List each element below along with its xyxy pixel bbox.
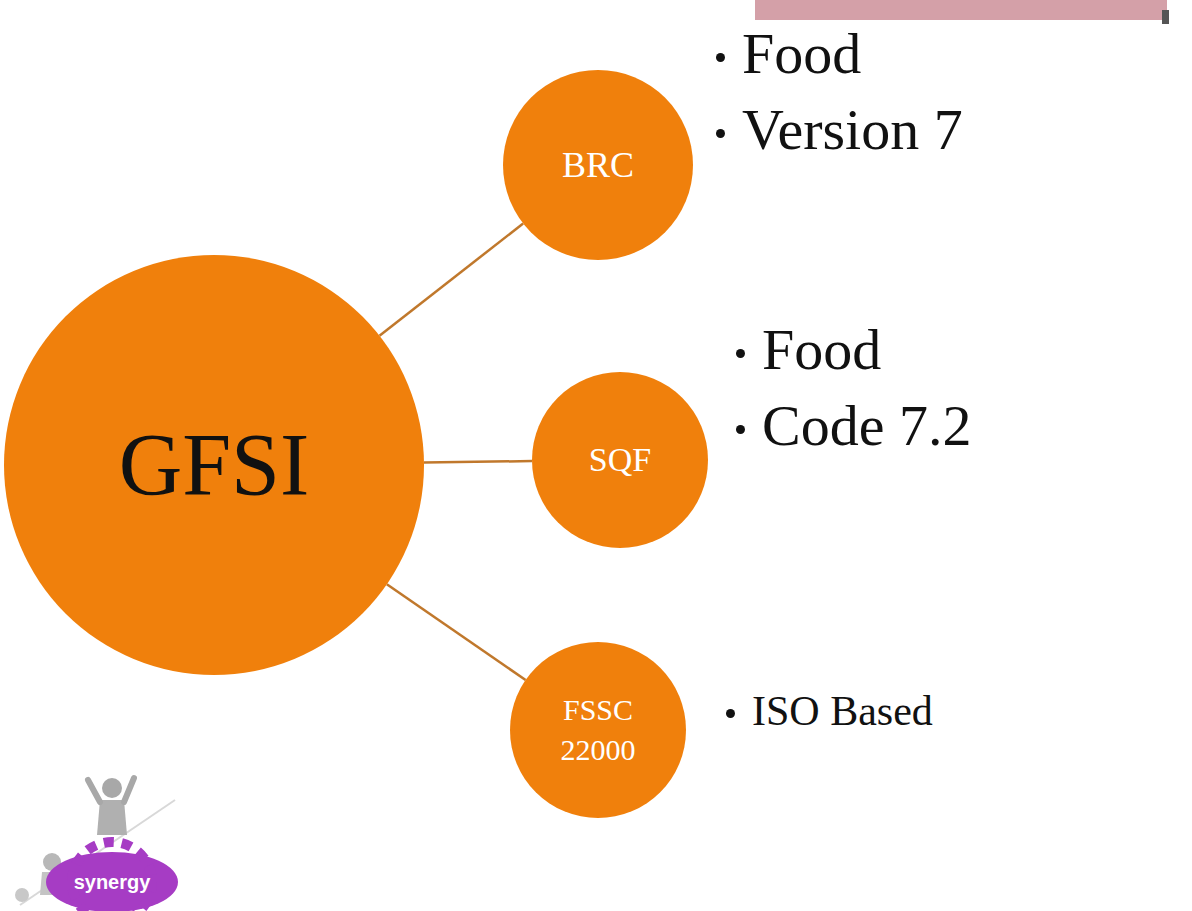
bullet-dot [726,709,735,718]
header-bar-tip [1162,10,1169,24]
synergy-logo [15,778,178,911]
node-text: GFSI [119,406,310,525]
bullet-dot [736,349,745,358]
standard-circle: BRC [503,70,693,260]
logo-text: synergy [74,871,151,893]
connector-line [424,461,532,462]
bullet-text: ISO Based [752,688,933,734]
bullet-text: Food [742,22,861,86]
bullet-text: Version 7 [742,98,963,162]
bullet-dot [716,129,725,138]
connector-line [387,584,526,680]
bullet-text: Code 7.2 [762,394,971,458]
standard-circle: SQF [532,372,708,548]
hub-circle: GFSI [4,255,424,675]
bullet-text: Food [762,318,881,382]
header-bar [755,0,1167,20]
node-text: SQF [589,437,651,483]
bullet-dot [716,53,725,62]
standard-circle: FSSC 22000 [510,642,686,818]
node-text: BRC [562,141,634,190]
bullet-dot [736,425,745,434]
connector-line [379,223,523,335]
node-text: FSSC 22000 [548,690,648,771]
